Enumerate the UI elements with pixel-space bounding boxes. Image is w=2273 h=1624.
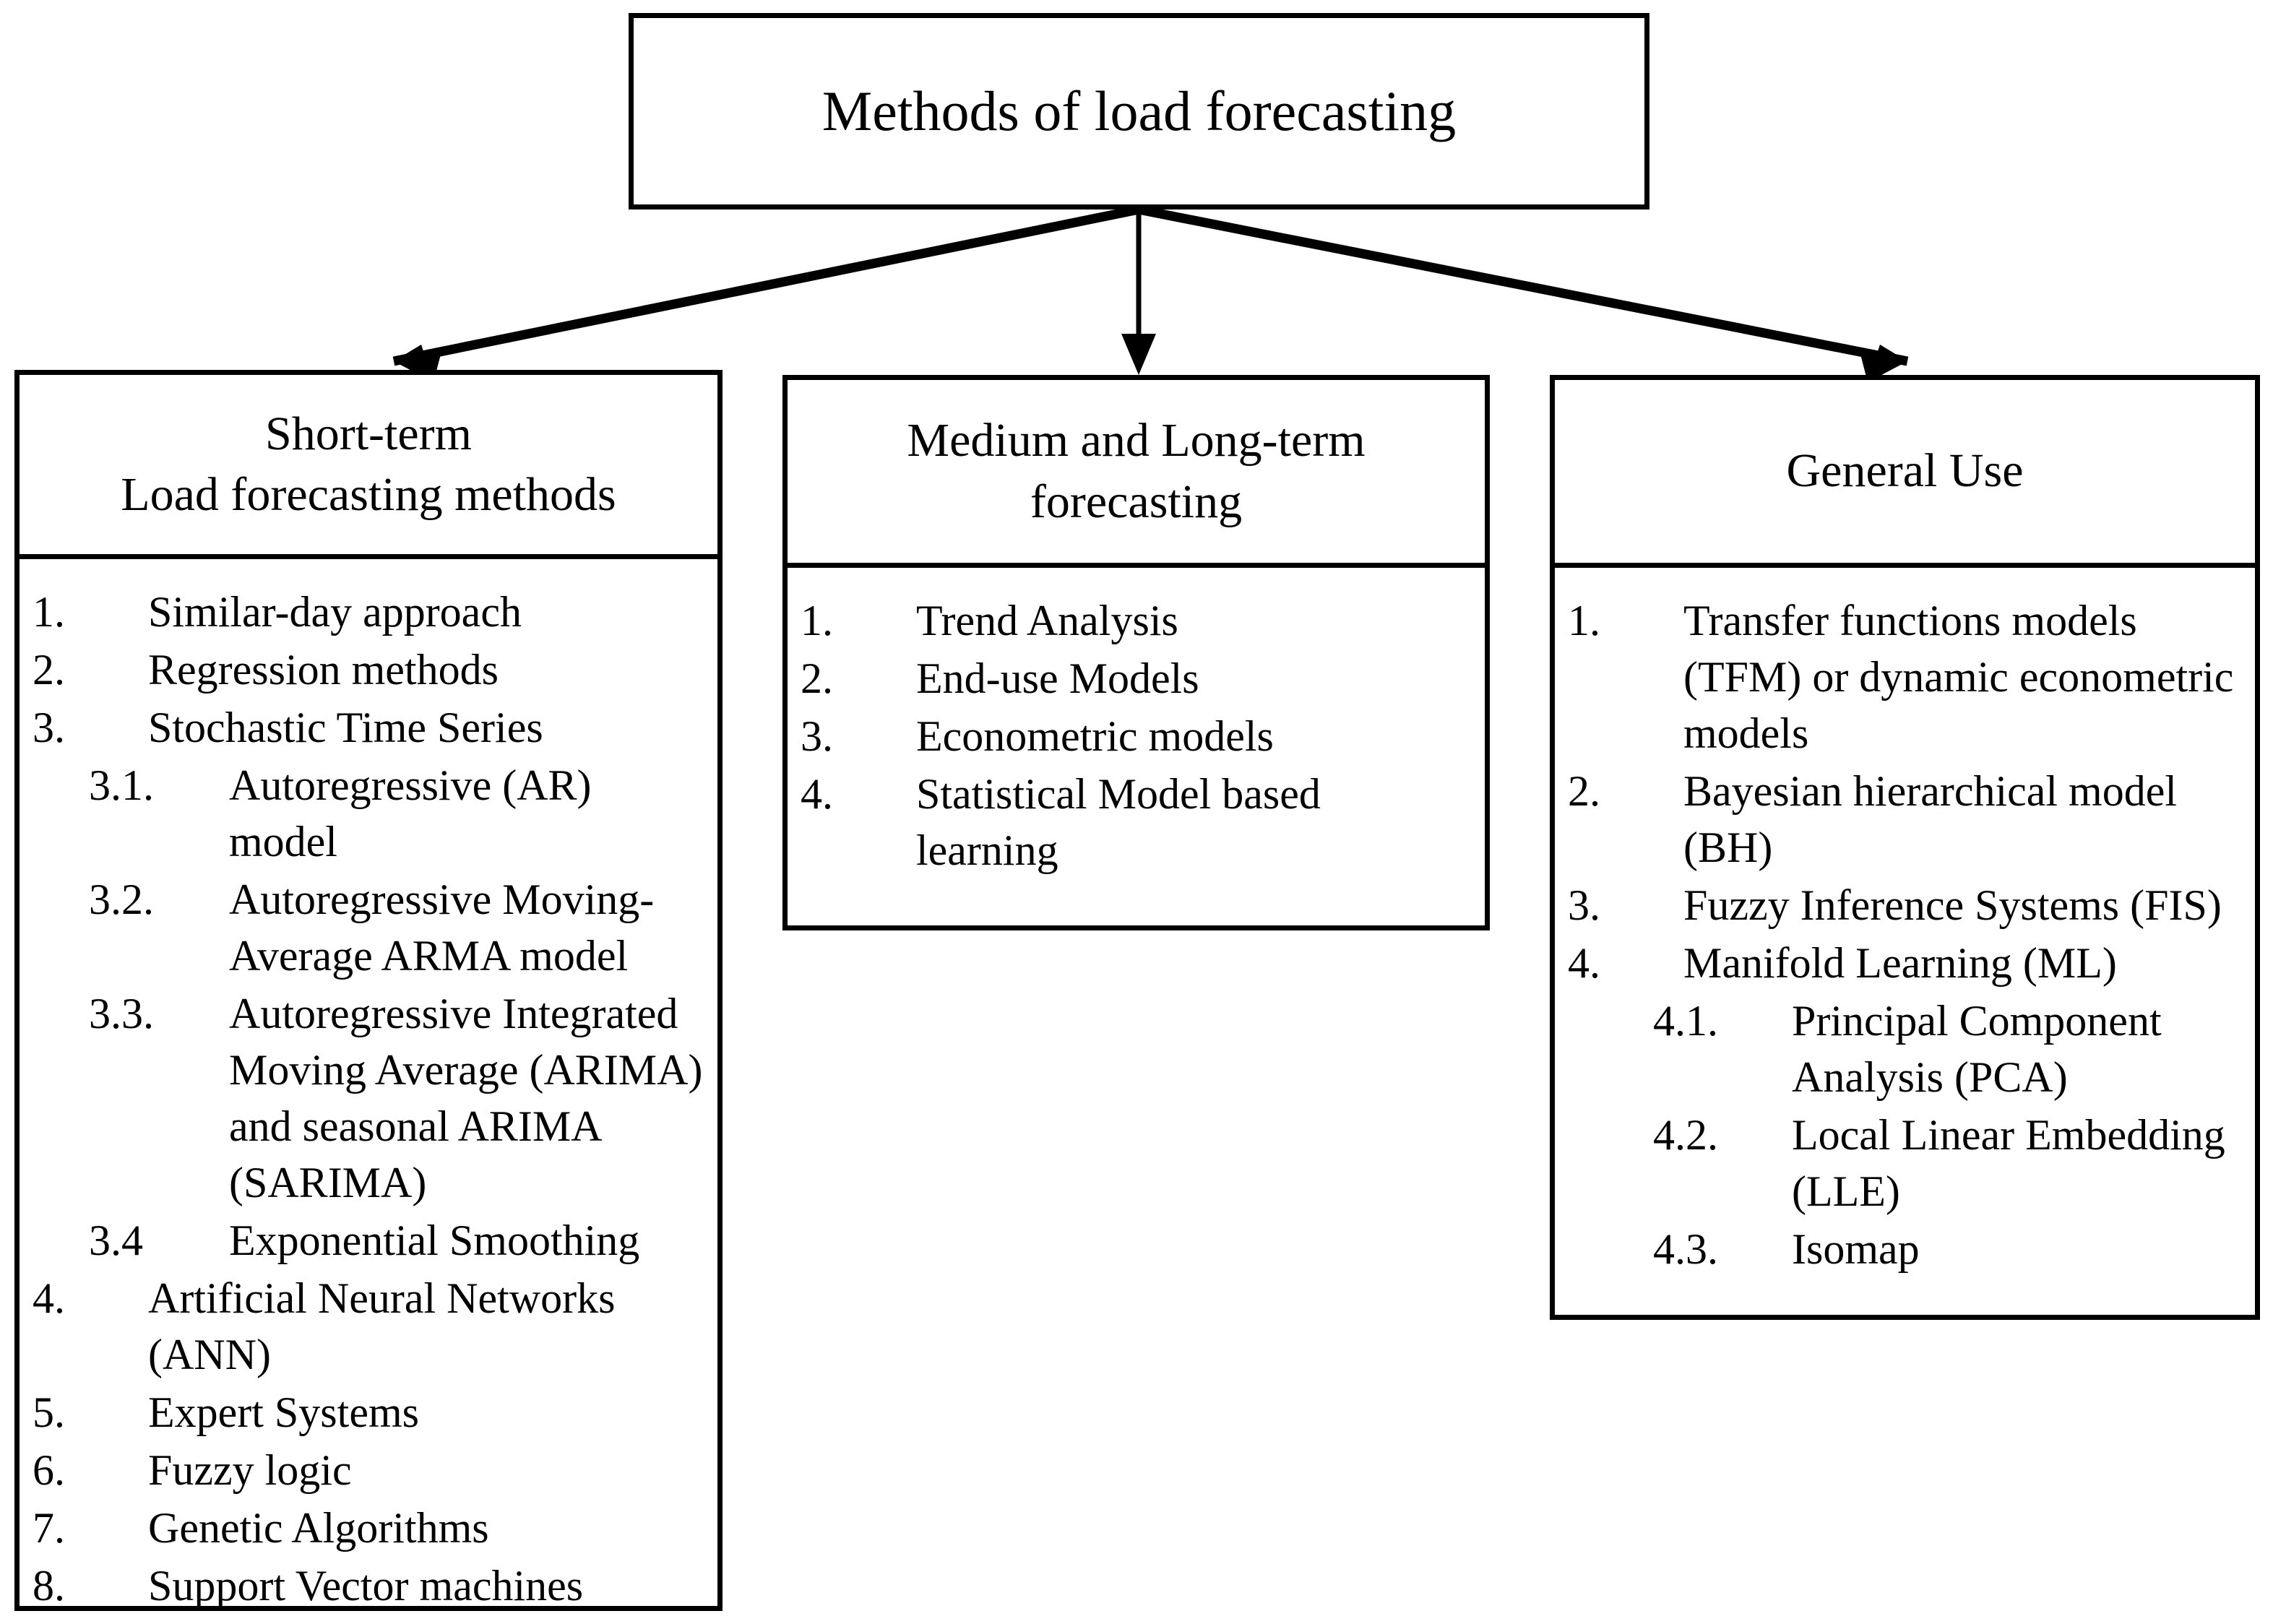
node-short-term-list: 1. Similar-day approach 2. Regression me…	[20, 559, 717, 1623]
node-general-use-header-line1: General Use	[1786, 444, 2024, 498]
node-general-use-list: 1. Transfer functions models (TFM) or dy…	[1555, 568, 2255, 1286]
list-item-text: Autoregressive (AR) model	[229, 761, 592, 865]
list-item-number: 3.	[33, 704, 65, 751]
arrow-to-medium-long-term	[1121, 210, 1156, 375]
list-item: 1. Transfer functions models (TFM) or dy…	[1568, 592, 2242, 761]
list-item: 3.2. Autoregressive Moving-Average ARMA …	[33, 871, 704, 984]
list-item-number: 3.3.	[89, 990, 154, 1037]
list-item-text: Isomap	[1792, 1225, 1920, 1273]
list-item-number: 3.2.	[89, 876, 154, 923]
list-item-number: 3.4	[89, 1217, 143, 1264]
node-short-term-header: Short-term Load forecasting methods	[20, 375, 717, 559]
list-item-number: 1.	[1568, 597, 1600, 644]
list-item-number: 6.	[33, 1446, 65, 1494]
list-item: 3. Stochastic Time Series	[33, 699, 704, 756]
list-item-text: Principal Component Analysis (PCA)	[1792, 997, 2162, 1101]
list-item-text: Genetic Algorithms	[148, 1504, 489, 1552]
list-item-text: Econometric models	[916, 712, 1274, 760]
node-general-use-header: General Use	[1555, 380, 2255, 568]
list-item-text: Trend Analysis	[916, 597, 1178, 644]
list-item: 3.1. Autoregressive (AR) model	[33, 757, 704, 870]
list-item-number: 3.1.	[89, 761, 154, 809]
list-item-number: 5.	[33, 1388, 65, 1436]
list-item-text: Support Vector machines	[148, 1562, 584, 1610]
list-item-number: 3.	[801, 712, 833, 760]
list-item: 3. Fuzzy Inference Systems (FIS)	[1568, 877, 2242, 933]
list-item-number: 7.	[33, 1504, 65, 1552]
list-item-text: Stochastic Time Series	[148, 704, 543, 751]
list-item-number: 2.	[1568, 767, 1600, 815]
list-item-number: 3.	[1568, 881, 1600, 929]
list-item-text: Regression methods	[148, 646, 499, 694]
list-item-text: Bayesian hierarchical model (BH)	[1683, 767, 2178, 871]
root-node-title: Methods of load forecasting	[821, 79, 1457, 143]
list-item: 4. Artificial Neural Networks (ANN)	[33, 1270, 704, 1383]
node-short-term-header-line2: Load forecasting methods	[121, 468, 616, 521]
list-item-number: 1.	[801, 597, 833, 644]
list-item: 3. Econometric models	[801, 708, 1472, 764]
node-medium-and-long-term-forecasting: Medium and Long-term forecasting 1. Tren…	[782, 375, 1490, 930]
list-item: 2. Regression methods	[33, 642, 704, 698]
node-short-term-header-text: Short-term Load forecasting methods	[111, 404, 626, 526]
list-item-text: Expert Systems	[148, 1388, 419, 1436]
list-item-text: Fuzzy logic	[148, 1446, 352, 1494]
list-item-number: 1.	[33, 588, 65, 636]
list-item: 7. Genetic Algorithms	[33, 1500, 704, 1556]
list-item: 3.4 Exponential Smoothing	[33, 1212, 704, 1269]
node-medium-long-term-header-text: Medium and Long-term forecasting	[897, 410, 1375, 532]
list-item: 6. Fuzzy logic	[33, 1442, 704, 1498]
list-item: 2. End-use Models	[801, 650, 1472, 707]
list-item-text: Manifold Learning (ML)	[1683, 939, 2117, 987]
list-item-number: 4.	[33, 1274, 65, 1322]
list-item: 1. Trend Analysis	[801, 592, 1472, 649]
arrow-to-general-use	[1137, 204, 1909, 382]
list-item-number: 4.2.	[1653, 1111, 1718, 1159]
list-item: 8. Support Vector machines	[33, 1558, 704, 1614]
list-item-text: Fuzzy Inference Systems (FIS)	[1683, 881, 2222, 929]
list-item-text: End-use Models	[916, 655, 1199, 702]
list-item-text: Transfer functions models (TFM) or dynam…	[1683, 597, 2234, 757]
node-medium-long-term-list: 1. Trend Analysis 2. End-use Models 3. E…	[788, 568, 1485, 887]
list-item: 1. Similar-day approach	[33, 584, 704, 640]
list-item-text: Artificial Neural Networks (ANN)	[148, 1274, 616, 1378]
node-medium-long-term-header-line1: Medium and Long-term	[907, 414, 1366, 467]
list-item: 5. Expert Systems	[33, 1384, 704, 1441]
list-item: 4. Statistical Model based learning	[801, 766, 1472, 878]
list-item-number: 2.	[33, 646, 65, 694]
node-short-term-header-line1: Short-term	[265, 407, 472, 460]
list-item-number: 2.	[801, 655, 833, 702]
list-item: 4.1. Principal Component Analysis (PCA)	[1568, 993, 2242, 1105]
list-item-text: Statistical Model based learning	[916, 770, 1321, 874]
node-short-term-load-forecasting-methods: Short-term Load forecasting methods 1. S…	[14, 370, 723, 1611]
list-item-text: Similar-day approach	[148, 588, 522, 636]
node-general-use: General Use 1. Transfer functions models…	[1550, 375, 2260, 1320]
list-item: 2. Bayesian hierarchical model (BH)	[1568, 763, 2242, 876]
list-item: 4. Manifold Learning (ML)	[1568, 935, 2242, 991]
node-medium-long-term-header-line2: forecasting	[1030, 475, 1243, 528]
root-node-methods-of-load-forecasting: Methods of load forecasting	[629, 13, 1649, 210]
list-item: 4.3. Isomap	[1568, 1221, 2242, 1277]
list-item: 3.3. Autoregressive Integrated Moving Av…	[33, 985, 704, 1211]
list-item-text: Autoregressive Integrated Moving Average…	[229, 990, 703, 1206]
list-item-number: 8.	[33, 1562, 65, 1610]
list-item-text: Exponential Smoothing	[229, 1217, 640, 1264]
list-item-text: Autoregressive Moving-Average ARMA model	[229, 876, 655, 980]
list-item-number: 4.	[801, 770, 833, 818]
list-item-text: Local Linear Embedding (LLE)	[1792, 1111, 2225, 1215]
arrow-to-short-term	[392, 204, 1140, 382]
node-general-use-header-text: General Use	[1776, 441, 2033, 501]
list-item-number: 4.3.	[1653, 1225, 1718, 1273]
list-item-number: 4.1.	[1653, 997, 1718, 1045]
list-item-number: 4.	[1568, 939, 1600, 987]
node-medium-long-term-header: Medium and Long-term forecasting	[788, 380, 1485, 568]
list-item: 4.2. Local Linear Embedding (LLE)	[1568, 1107, 2242, 1219]
